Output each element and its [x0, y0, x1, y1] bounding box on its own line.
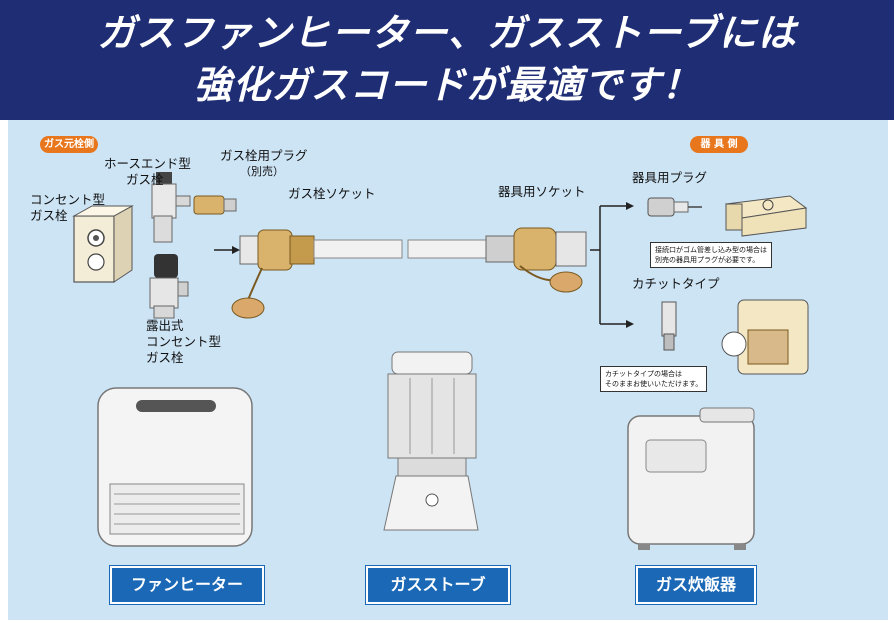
hose-end-valve-label-2: ガス栓 — [126, 172, 164, 187]
valve-plug-note: （別売） — [240, 165, 284, 178]
click-type-appliance-icon — [721, 299, 809, 375]
appliance-side-tag: 器 具 側 — [690, 136, 748, 153]
exposed-outlet-valve-icon — [149, 254, 189, 319]
click-type-plug-icon — [661, 301, 677, 351]
rubber-hose-note-line-1: 接続口がゴム管差し込み型の場合は — [655, 246, 767, 254]
exposed-valve-label-1: 露出式 — [146, 318, 184, 333]
appliance-plug-label: 器具用プラグ — [632, 170, 708, 185]
exposed-valve-label-3: ガス栓 — [146, 350, 184, 365]
hose-end-valve-icon — [151, 172, 191, 243]
connect-arrow-icon — [214, 246, 240, 254]
appliance-socket-label: 器具用ソケット — [498, 184, 586, 199]
outlet-valve-label-2: ガス栓 — [30, 208, 68, 223]
gas-source-side-tag: ガス元栓側 — [40, 136, 98, 153]
valve-plug-icon — [193, 195, 237, 215]
gas-stove-heater-icon — [383, 351, 479, 531]
gas-valve-socket-icon — [231, 229, 315, 319]
appliance-socket-icon — [485, 227, 587, 293]
headline-line-2: 強化ガスコードが最適です！ — [193, 63, 701, 107]
gas-hose-icon — [313, 239, 487, 259]
gas-stove-label: ガスストーブ — [366, 566, 510, 604]
gas-stove-icon — [724, 195, 808, 237]
click-type-note-line-1: カチットタイプの場合は — [605, 370, 682, 378]
hose-end-valve-label-1: ホースエンド型 — [104, 156, 191, 171]
valve-socket-label: ガス栓ソケット — [288, 186, 376, 201]
exposed-valve-label-2: コンセント型 — [146, 334, 222, 349]
click-type-note: カチットタイプの場合は そのままお使いいただけます。 — [600, 366, 708, 392]
click-type-note-line-2: そのままお使いいただけます。 — [605, 380, 703, 388]
rubber-hose-note: 接続口がゴム管差し込み型の場合は 別売の器具用プラグが必要です。 — [650, 242, 772, 268]
header-banner: ガスファンヒーター、ガスストーブには 強化ガスコードが最適です！ — [0, 0, 894, 120]
gas-rice-cooker-icon — [627, 407, 755, 550]
fan-heater-icon — [97, 387, 253, 547]
fan-heater-label: ファンヒーター — [110, 566, 264, 604]
branch-arrows-icon — [590, 202, 634, 328]
rice-cooker-label: ガス炊飯器 — [636, 566, 756, 604]
click-type-label: カチットタイプ — [632, 276, 720, 291]
outlet-valve-label-1: コンセント型 — [30, 192, 106, 207]
rubber-hose-note-line-2: 別売の器具用プラグが必要です。 — [655, 256, 760, 264]
valve-plug-label: ガス栓用プラグ — [220, 148, 308, 163]
wall-outlet-valve-icon — [72, 205, 134, 283]
headline-line-1: ガスファンヒーター、ガスストーブには — [97, 11, 797, 55]
appliance-plug-icon — [647, 197, 702, 217]
